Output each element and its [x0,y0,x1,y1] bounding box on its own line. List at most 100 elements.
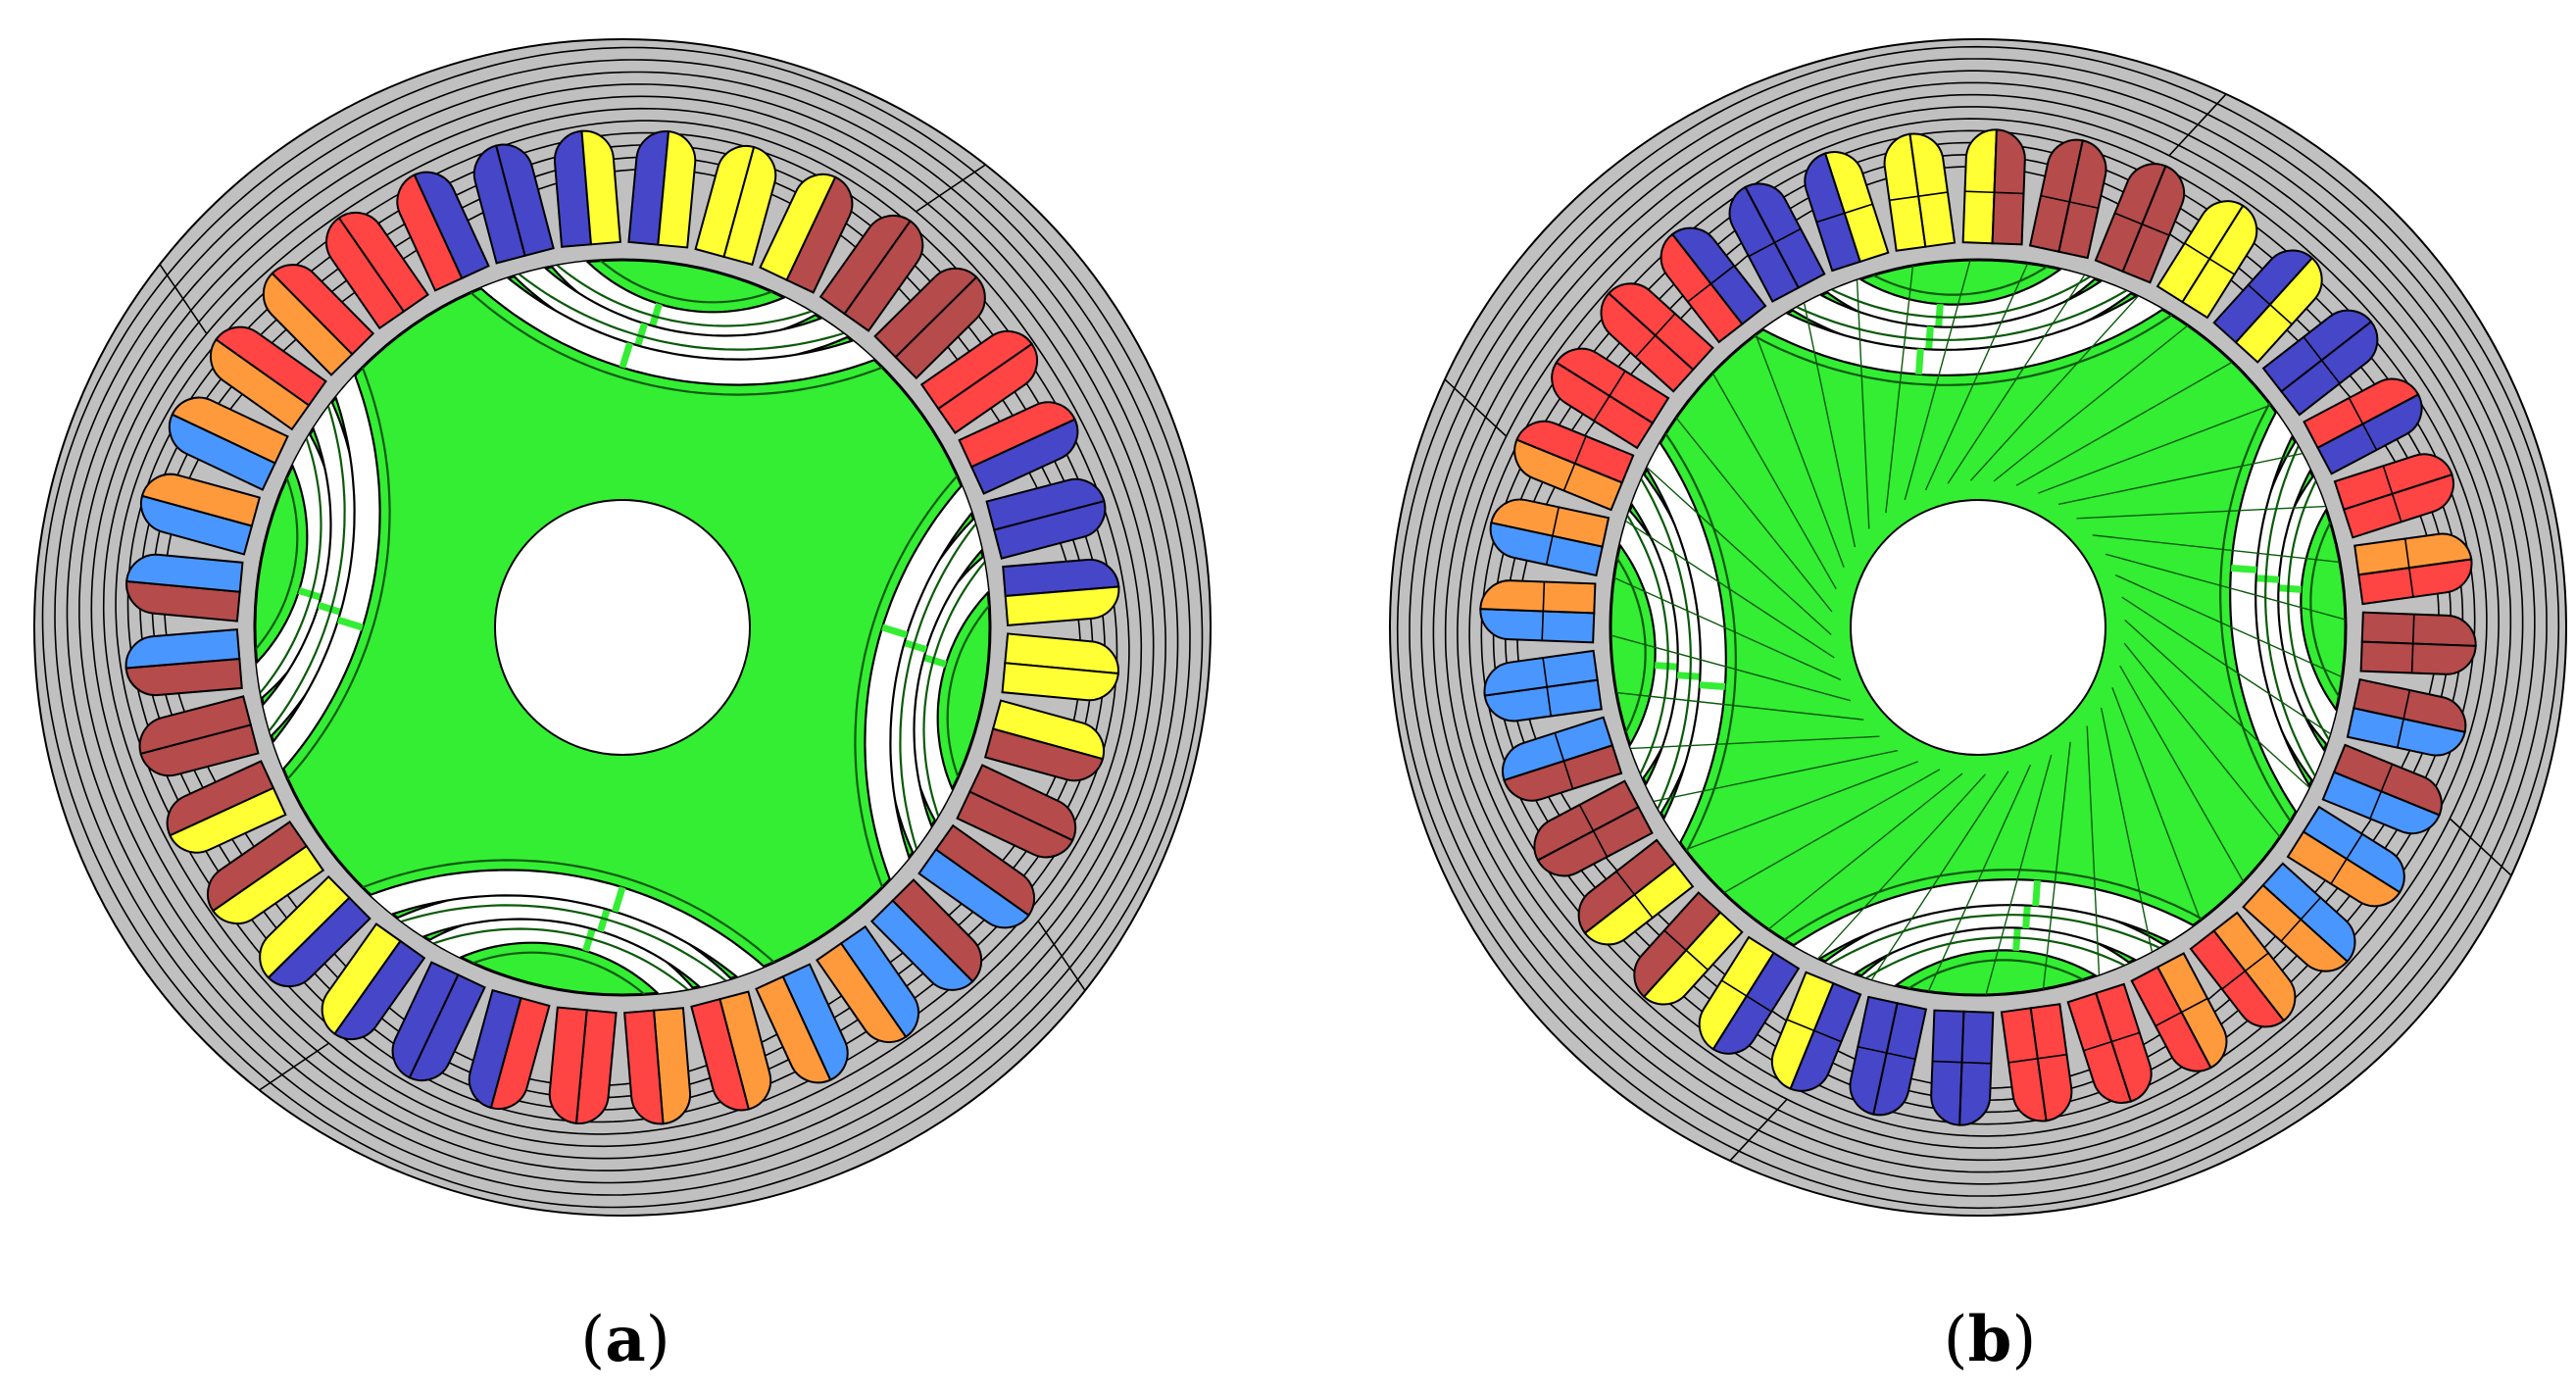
coil-half-lower [1991,128,2026,246]
rotor-flux-line [443,951,668,995]
coil-half-lower [936,342,1039,434]
stator-slot [472,143,555,265]
rotor-field-line [1723,769,1941,894]
coil-split-line [1720,979,1772,1013]
coil-half-lower [2286,830,2402,908]
rotor-field-line [1993,324,2189,482]
coil-half-lower [215,325,327,407]
rotor-flux-line [1648,411,1737,875]
stator-slot [816,924,920,1044]
coil-split-line [2330,833,2363,885]
coil-half-upper [839,924,920,1039]
coil-half-lower [2242,883,2350,972]
coil-half-upper [2353,532,2473,576]
rotor-field-line [1610,634,1852,702]
coil-half-lower [2121,165,2186,284]
rotor-flux-line [922,531,990,855]
coil-half-upper [968,764,1077,842]
rotor-field-line [2076,505,2326,520]
coil-split-line [2155,997,2208,1027]
rotor-flux-line [526,260,850,327]
coil-split-line [1889,191,1949,202]
rotor-field-line [1856,279,1870,529]
stator-slot [2155,200,2258,320]
coil-half-upper [627,130,670,246]
stator-slot [321,922,426,1041]
coil-half-lower [1744,182,1826,289]
rotor-field-line [2119,665,2245,882]
stator-flux-line [151,156,1094,1099]
coil-half-lower [1908,132,1957,248]
stator-slot [1551,347,1670,450]
coil-half-upper [652,1007,692,1125]
coil-split-line [1748,227,1802,258]
motor-cross-section-a [33,38,1212,1217]
coil-half-lower [2066,991,2133,1104]
coil-half-upper [1551,361,1655,450]
coil-half-lower [894,275,986,380]
stator-slot [2261,309,2379,417]
coil-half-lower [1577,838,1676,935]
stator-flux-line [66,71,1179,1184]
stator-slot [869,878,983,991]
coil-half-lower [956,790,1074,859]
coil-half-upper [1483,678,1603,722]
barrier-rib [2230,565,2257,573]
rotor-field-line [2038,404,2271,494]
coil-half-upper [553,129,593,248]
coil-half-lower [1533,779,1640,862]
coil-half-upper [818,214,913,316]
coil-half-upper [2303,377,2420,450]
rotor-flux-line [482,260,889,351]
coil-half-upper [2353,677,2467,733]
coil-half-upper [139,723,260,777]
rotor-field-line [1711,373,1837,590]
coil-half-upper [2261,309,2373,393]
coil-half-lower [2280,320,2379,417]
coil-half-upper [169,786,287,854]
coil-half-lower [2000,1007,2048,1122]
coil-half-lower [2057,139,2107,260]
coil-half-upper [2212,911,2297,1022]
stator-slot [2130,952,2228,1072]
coil-half-upper [934,823,1036,918]
coil-split-line [2083,1031,2141,1052]
coil-half-upper [1002,558,1120,598]
stator-slot [1489,498,1610,577]
rotor-flux-line [1832,936,2160,995]
rotor-field-line [2121,596,2331,734]
coil-half-upper [1642,911,1744,1006]
stator-flux-line [1444,93,2512,1162]
coil-half-lower [755,974,832,1084]
coil-split-line [1786,1019,1842,1043]
rotor-field-line [2111,687,2202,921]
panel-caption-b: (b) [1843,1296,2137,1384]
stator-slot [1483,649,1603,722]
shaft-hole [494,499,751,756]
coil-half-lower [171,396,289,465]
coil-half-lower [969,418,1079,495]
rotor-field-line [2092,534,2341,564]
coil-half-lower [869,899,974,991]
stator-slot [396,171,490,292]
coil-half-lower [722,145,777,267]
coil-half-lower [1479,579,1597,615]
stator-slot [1502,716,1623,802]
coil-half-upper [124,657,243,697]
coil-half-upper [139,494,254,556]
coil-half-upper [2029,1003,2073,1122]
stator-flux-line [1420,70,2536,1185]
coil-half-lower [1004,585,1120,626]
coil-half-lower [2346,707,2466,757]
coil-split-line [2303,336,2341,384]
stator-slot [2353,532,2473,606]
coil-split-line [2348,397,2378,451]
stator-slot [759,173,854,294]
coil-half-upper [2360,611,2477,647]
coil-split-line [1687,265,1735,303]
pole-boundary-line [1444,378,1507,437]
rotor-field-line [1985,754,2053,995]
stator-slot [873,267,986,380]
coil-split-line [1593,370,1626,422]
rotor-flux-line [2287,445,2346,773]
